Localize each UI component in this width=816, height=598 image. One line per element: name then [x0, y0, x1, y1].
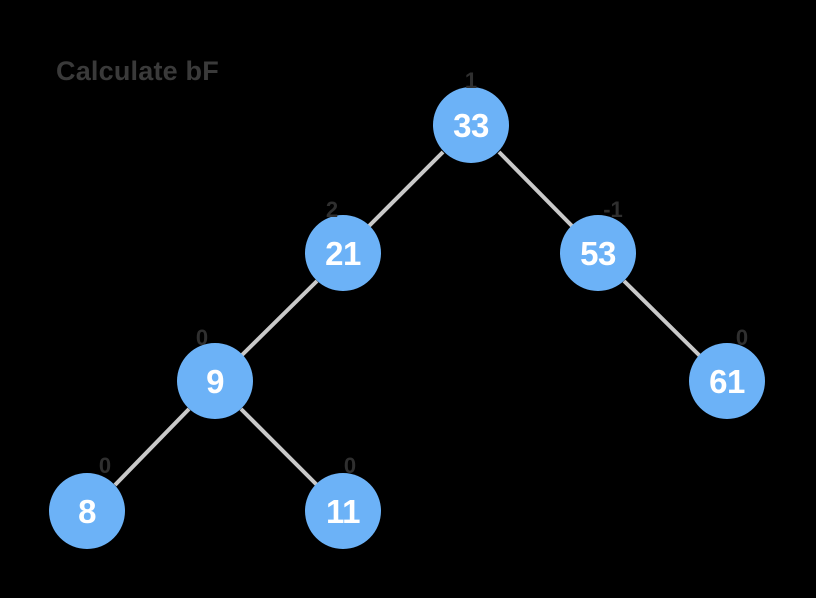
tree-edge [622, 279, 703, 359]
tree-edge [239, 279, 319, 358]
tree-node-value: 21 [325, 234, 361, 272]
tree-node[interactable]: 61 [689, 343, 765, 419]
balance-factor-label: 2 [325, 197, 339, 222]
tree-node[interactable]: 8 [49, 473, 125, 549]
balance-factor-label: 0 [98, 453, 112, 478]
balance-factor-label: 1 [464, 68, 478, 93]
balance-factor-label: -1 [603, 197, 623, 222]
tree-node[interactable]: 9 [177, 343, 253, 419]
tree-node-value: 8 [78, 492, 96, 530]
tree-edge [365, 150, 445, 230]
balance-factor-label: 0 [195, 325, 209, 350]
balance-factor-label: 0 [735, 325, 749, 350]
tree-edge [497, 150, 576, 230]
tree-node-value: 61 [709, 362, 745, 400]
tree-node-value: 33 [453, 106, 489, 144]
page-title: Calculate bF [56, 56, 219, 86]
tree-node-value: 9 [206, 362, 224, 400]
tree-node[interactable]: 53 [560, 215, 636, 291]
balance-factor-label: 0 [343, 453, 357, 478]
tree-node[interactable]: 11 [305, 473, 381, 549]
tree-edge [239, 407, 319, 487]
tree-node-value: 53 [580, 234, 616, 272]
tree-edge [113, 407, 191, 487]
tree-node[interactable]: 33 [433, 87, 509, 163]
tree-node-value: 11 [326, 492, 360, 530]
tree-node[interactable]: 21 [305, 215, 381, 291]
